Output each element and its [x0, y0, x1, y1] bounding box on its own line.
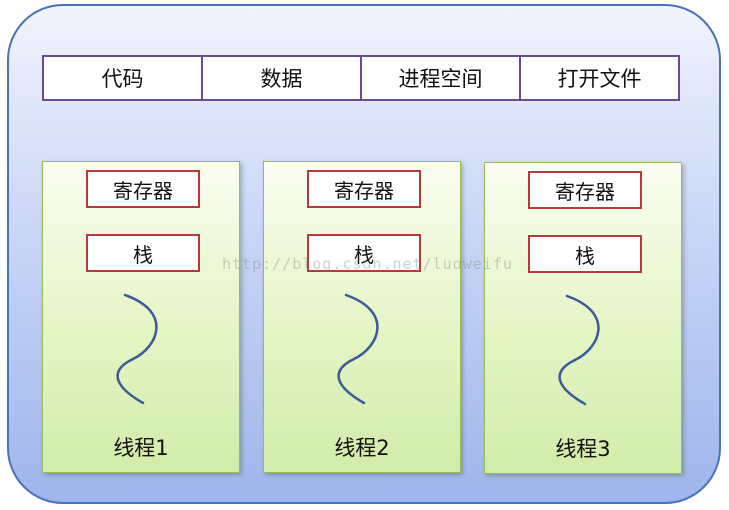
thread-2-squiggle-icon: [337, 293, 379, 405]
thread-1-register: 寄存器: [86, 170, 200, 208]
thread-3-stack: 栈: [528, 235, 642, 273]
thread-2-register: 寄存器: [307, 170, 421, 208]
thread-2-stack: 栈: [307, 234, 421, 272]
thread-3: 寄存器 栈 线程3: [484, 162, 682, 474]
thread-1: 寄存器 栈 线程1: [42, 161, 240, 473]
shared-data-cell: 数据: [203, 57, 362, 99]
thread-1-label: 线程1: [113, 436, 169, 460]
shared-address-space-cell: 进程空间: [362, 57, 521, 99]
thread-3-register: 寄存器: [528, 171, 642, 209]
thread-1-squiggle-icon: [116, 293, 158, 405]
thread-2-label: 线程2: [334, 436, 390, 460]
shared-resources-row: 代码 数据 进程空间 打开文件: [42, 55, 680, 101]
thread-2: 寄存器 栈 线程2: [263, 161, 461, 473]
shared-code-cell: 代码: [44, 57, 203, 99]
thread-3-label: 线程3: [555, 437, 611, 461]
thread-3-squiggle-icon: [558, 294, 600, 406]
thread-1-stack: 栈: [86, 234, 200, 272]
shared-open-files-cell: 打开文件: [557, 67, 642, 91]
